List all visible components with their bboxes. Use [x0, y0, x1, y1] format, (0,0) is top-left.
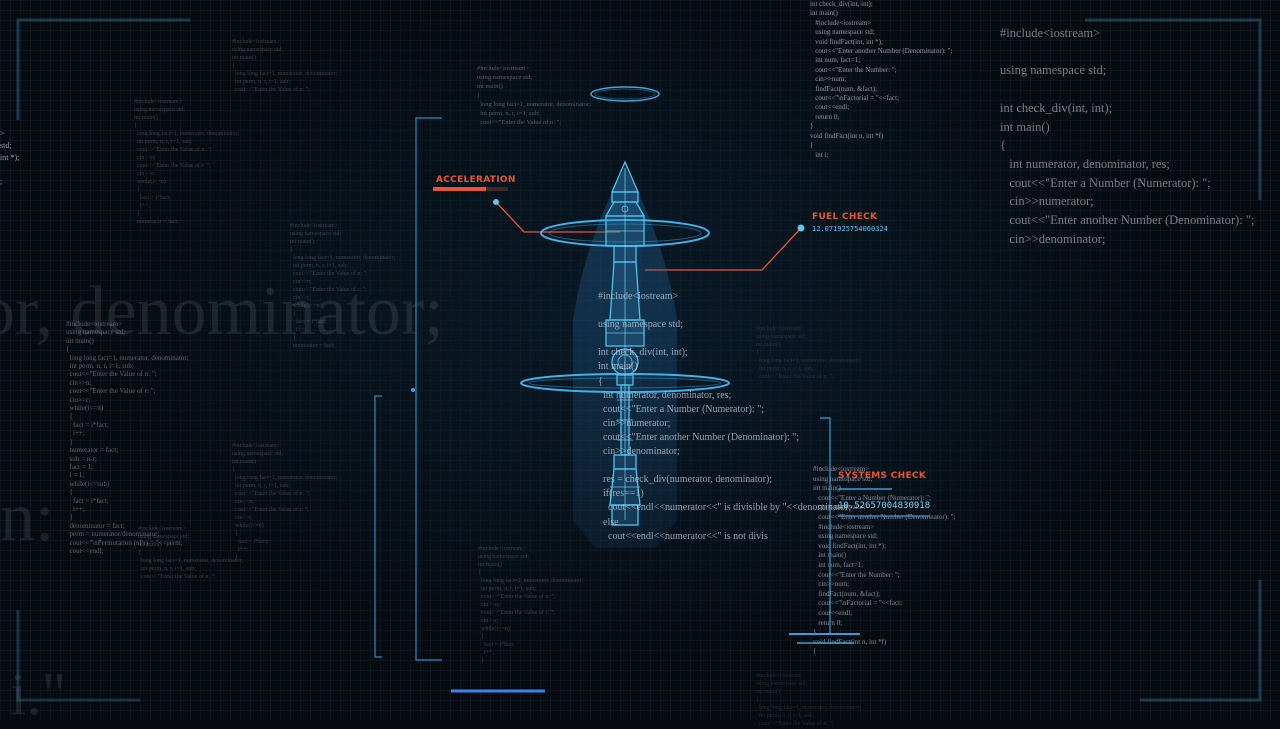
code-panel-left-upper: #include<iostream> using namespace std; …: [134, 99, 240, 225]
left-frame-bracket: [374, 117, 442, 661]
code-panel-top-center: #include<iostream> using namespace std; …: [477, 65, 591, 126]
systems-check-value: 10.52657004830918: [838, 501, 931, 511]
right-frame-bracket: [820, 417, 831, 634]
code-panel-upper-mid: #include<iostream> using namespace std; …: [232, 39, 338, 93]
rocket-details: [606, 168, 644, 520]
corner-bracket-bottom-right: [1140, 580, 1262, 702]
ghost-text-line2: n:: [0, 479, 55, 556]
acceleration-gauge: [433, 187, 508, 191]
acceleration-label: ACCELERATION: [436, 175, 516, 185]
code-panel-center: #include<iostream> using namespace std; …: [598, 291, 852, 542]
code-panel-center-right: #include<iostream> using namespace std; …: [756, 326, 862, 380]
fuel-check-connector: [645, 227, 802, 271]
ghost-text-line3: i.": [10, 661, 67, 727]
fuel-check-label: FUEL CHECK: [812, 212, 878, 222]
ghost-text-line1: or, denominator;: [0, 273, 444, 350]
fuel-check-value: 12.071925754060324: [812, 225, 888, 233]
code-panel-mid: #include<iostream> using namespace std; …: [290, 223, 396, 349]
code-panel-top-right: int check_div(int, int); int main() #inc…: [810, 0, 953, 159]
acceleration-gauge-fill: [433, 187, 486, 191]
code-panel-left: #include<iostream> using namespace std; …: [66, 320, 189, 555]
corner-bracket-top-left: [16, 18, 190, 120]
code-panel-bottom-right: #include<iostream> using namespace std; …: [813, 465, 956, 656]
corner-bracket-top-right: [1085, 18, 1262, 200]
top-orbit-marker: [590, 86, 660, 102]
corner-bracket-bottom-left: [16, 610, 140, 702]
code-panel-lower-mid: #include<iostream> using namespace std; …: [232, 443, 338, 561]
code-panel-right: #include<iostream> using namespace std; …: [1000, 26, 1255, 246]
acceleration-node: [493, 199, 499, 205]
code-panel-edge-left: > std; int *); ;: [0, 129, 20, 186]
code-panel-lower-left: #include<iostream> using namespace std; …: [138, 526, 244, 580]
acceleration-connector: [495, 201, 620, 233]
frame-node-dot: [411, 388, 415, 392]
fuel-check-node: [797, 224, 805, 232]
systems-check-label: SYSTEMS CHECK: [838, 471, 927, 481]
code-panel-bottom-center: #include<iostream> using namespace std; …: [478, 546, 584, 664]
